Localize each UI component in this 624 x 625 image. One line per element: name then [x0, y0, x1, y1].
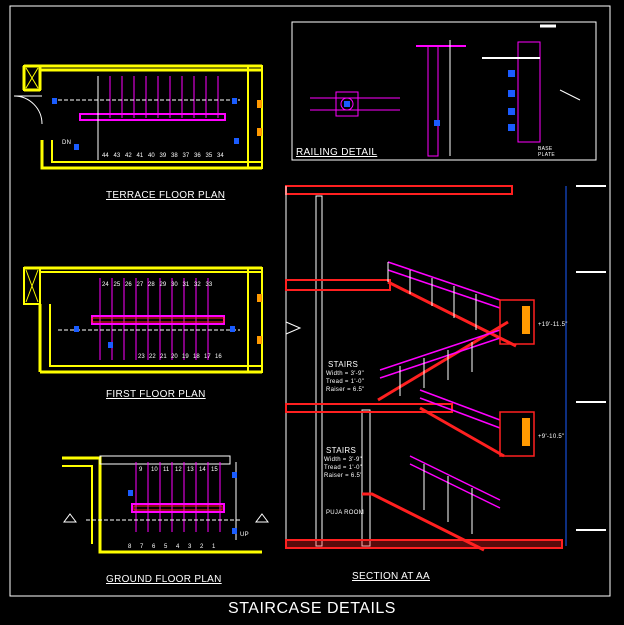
level-mid: +9'-10.5" [538, 434, 565, 440]
section-aa [285, 185, 606, 552]
tread-number-terrace: 42 [125, 153, 132, 159]
tread-number-first-bottom: 22 [149, 354, 156, 360]
tread-number-first-top: 30 [171, 282, 178, 288]
tread-number-ground-top: 13 [187, 467, 194, 473]
section-aa-title: SECTION AT AA [352, 571, 430, 582]
sheet-title: STAIRCASE DETAILS [228, 600, 396, 617]
tread-number-ground-bottom: 3 [188, 544, 192, 550]
ground-floor-plan [62, 455, 269, 554]
tread-number-terrace: 43 [114, 153, 121, 159]
tread-number-first-top: 29 [160, 282, 167, 288]
stairs-tread-lower: Tread = 1'-0" [324, 465, 363, 471]
stairs-label-upper: STAIRS [328, 360, 359, 369]
tread-number-first-bottom: 23 [138, 354, 145, 360]
tread-number-ground-bottom: 6 [152, 544, 156, 550]
tread-number-terrace: 40 [148, 153, 155, 159]
tread-number-first-bottom: 21 [160, 354, 167, 360]
ground-floor-plan-title: GROUND FLOOR PLAN [106, 574, 222, 585]
terrace-floor-plan-title: TERRACE FLOOR PLAN [106, 190, 226, 201]
tread-number-terrace: 39 [160, 153, 167, 159]
stairs-tread-upper: Tread = 1'-0" [326, 379, 365, 385]
level-top: +19'-11.5" [538, 322, 568, 328]
tread-number-ground-bottom: 7 [140, 544, 144, 550]
tread-number-ground-top: 10 [151, 467, 158, 473]
tread-number-first-bottom: 18 [193, 354, 200, 360]
tread-number-terrace: 34 [217, 153, 224, 159]
tread-number-ground-top: 9 [139, 467, 143, 473]
tread-number-first-top: 24 [102, 282, 109, 288]
tread-number-terrace: 35 [206, 153, 213, 159]
tread-number-first-bottom: 20 [171, 354, 178, 360]
tread-number-first-top: 32 [194, 282, 201, 288]
terrace-floor-plan [13, 64, 263, 170]
dn-label: DN [62, 140, 72, 146]
first-floor-plan [23, 266, 263, 374]
tread-number-ground-top: 12 [175, 467, 182, 473]
tread-number-first-top: 33 [206, 282, 213, 288]
tread-number-terrace: 37 [183, 153, 190, 159]
tread-number-ground-top: 11 [163, 467, 170, 473]
tread-number-terrace: 36 [194, 153, 201, 159]
stairs-riser-upper: Raiser = 6.5" [326, 387, 365, 393]
tread-number-ground-bottom: 4 [176, 544, 180, 550]
first-floor-plan-title: FIRST FLOOR PLAN [106, 389, 206, 400]
tread-number-ground-bottom: 8 [128, 544, 132, 550]
railing-detail-title: RAILING DETAIL [296, 147, 378, 158]
tread-number-first-top: 26 [125, 282, 132, 288]
tread-number-ground-top: 14 [199, 467, 206, 473]
pooja-room-label: PUJA ROOM [326, 510, 365, 516]
tread-number-ground-top: 15 [211, 467, 218, 473]
tread-number-first-bottom: 19 [182, 354, 189, 360]
up-label: UP [240, 532, 249, 538]
tread-number-terrace: 41 [137, 153, 144, 159]
sheet-border [9, 5, 611, 597]
stairs-width-lower: Width = 3'-9" [324, 457, 363, 463]
stairs-width-upper: Width = 3'-9" [326, 371, 365, 377]
tread-number-first-top: 27 [137, 282, 144, 288]
terrace-wall [22, 64, 262, 92]
tread-number-ground-bottom: 2 [200, 544, 204, 550]
railing-detail [291, 21, 597, 161]
tread-number-first-top: 28 [148, 282, 155, 288]
base-plate-label: BASE PLATE [538, 146, 555, 158]
tread-number-first-bottom: 17 [204, 354, 211, 360]
tread-number-terrace: 44 [102, 153, 109, 159]
tread-number-ground-bottom: 1 [212, 544, 216, 550]
stairs-riser-lower: Raiser = 6.5" [324, 473, 363, 479]
tread-number-first-bottom: 16 [215, 354, 222, 360]
tread-number-terrace: 38 [171, 153, 178, 159]
tread-number-first-top: 25 [114, 282, 121, 288]
tread-number-ground-bottom: 5 [164, 544, 168, 550]
tread-number-first-top: 31 [183, 282, 190, 288]
stairs-label-lower: STAIRS [326, 446, 357, 455]
